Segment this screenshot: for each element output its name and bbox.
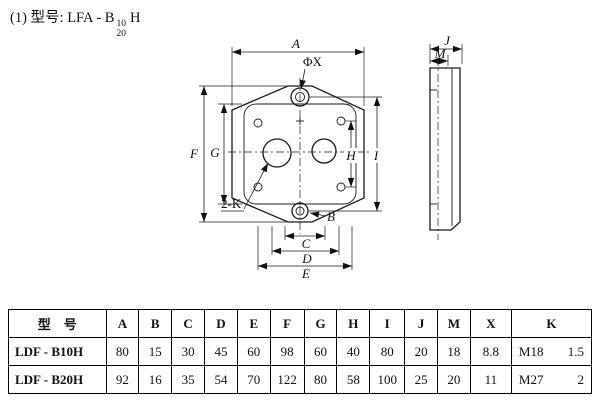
- dim-label-two-k: 2-K: [221, 196, 242, 211]
- title-sup: 10: [116, 19, 126, 29]
- cell: 58: [336, 365, 371, 394]
- cell: 122: [269, 365, 305, 394]
- cell-k: M27 2: [510, 365, 593, 394]
- cell: 25: [404, 365, 438, 394]
- col-header-f: F: [269, 309, 305, 338]
- dim-label-e: E: [301, 266, 310, 281]
- k-pitch: 1.5: [567, 343, 584, 359]
- cell: 35: [171, 365, 206, 394]
- cell: 80: [303, 365, 338, 394]
- table-row: LDF - B20H 92 16 35 54 70 122 80 58 100 …: [8, 365, 593, 394]
- cell: 40: [336, 337, 371, 366]
- cell: 16: [138, 365, 173, 394]
- dim-label-phi-x: ΦX: [303, 54, 323, 69]
- dim-label-f: F: [189, 146, 199, 161]
- col-header-c: C: [171, 309, 206, 338]
- cell: 45: [204, 337, 238, 366]
- cell: 80: [369, 337, 406, 366]
- cell: 54: [204, 365, 238, 394]
- side-view: [429, 58, 461, 240]
- cell-k: M18 1.5: [510, 337, 593, 366]
- cell: 92: [105, 365, 140, 394]
- title-sub: 20: [116, 28, 126, 39]
- col-header-a: A: [105, 309, 140, 338]
- col-header-b: B: [138, 309, 173, 338]
- dim-label-d: D: [301, 251, 312, 266]
- k-thread: M18: [518, 343, 544, 359]
- cell: 20: [404, 337, 438, 366]
- dim-label-i: I: [373, 148, 379, 163]
- cell: 11: [469, 365, 512, 394]
- dim-label-m: M: [434, 46, 447, 61]
- dim-label-h: H: [345, 148, 356, 163]
- cell: 8.8: [469, 337, 512, 366]
- col-header-model: 型 号: [8, 309, 107, 338]
- cell: 60: [303, 337, 338, 366]
- cell: 20: [437, 365, 471, 394]
- title-suffix: H: [129, 10, 141, 26]
- col-header-g: G: [303, 309, 338, 338]
- cell-model: LDF - B20H: [8, 365, 107, 394]
- col-header-x: X: [469, 309, 512, 338]
- dim-label-c: C: [302, 236, 311, 251]
- col-header-h: H: [336, 309, 371, 338]
- technical-drawing: A ΦX F G H I B: [189, 33, 463, 281]
- cell: 15: [138, 337, 173, 366]
- col-header-m: M: [437, 309, 471, 338]
- cell: 70: [236, 365, 271, 394]
- col-header-e: E: [236, 309, 271, 338]
- dimension-table: 型 号 A B C D E F G H I J M X K LDF - B10H…: [8, 309, 593, 394]
- dim-label-g: G: [210, 145, 220, 160]
- col-header-j: J: [404, 309, 438, 338]
- dim-label-a: A: [291, 36, 300, 51]
- cell: 80: [105, 337, 140, 366]
- cell: 100: [369, 365, 406, 394]
- cell: 18: [437, 337, 471, 366]
- k-pitch: 2: [577, 371, 585, 387]
- k-thread: M27: [518, 371, 544, 387]
- col-header-i: I: [369, 309, 406, 338]
- col-header-k: K: [510, 309, 593, 338]
- col-header-d: D: [204, 309, 238, 338]
- title-label: 型号: LFA - B: [30, 10, 115, 26]
- table-row: LDF - B10H 80 15 30 45 60 98 60 40 80 20…: [8, 337, 593, 366]
- title-index: (1): [10, 10, 27, 26]
- cell-model: LDF - B10H: [8, 337, 107, 366]
- cell: 98: [269, 337, 305, 366]
- table-header-row: 型 号 A B C D E F G H I J M X K: [8, 309, 593, 338]
- dim-label-j: J: [444, 33, 451, 48]
- dim-label-b: B: [327, 209, 335, 224]
- cell: 60: [236, 337, 271, 366]
- dimensions: A ΦX F G H I B: [189, 33, 463, 281]
- front-view: [228, 78, 372, 234]
- cell: 30: [171, 337, 206, 366]
